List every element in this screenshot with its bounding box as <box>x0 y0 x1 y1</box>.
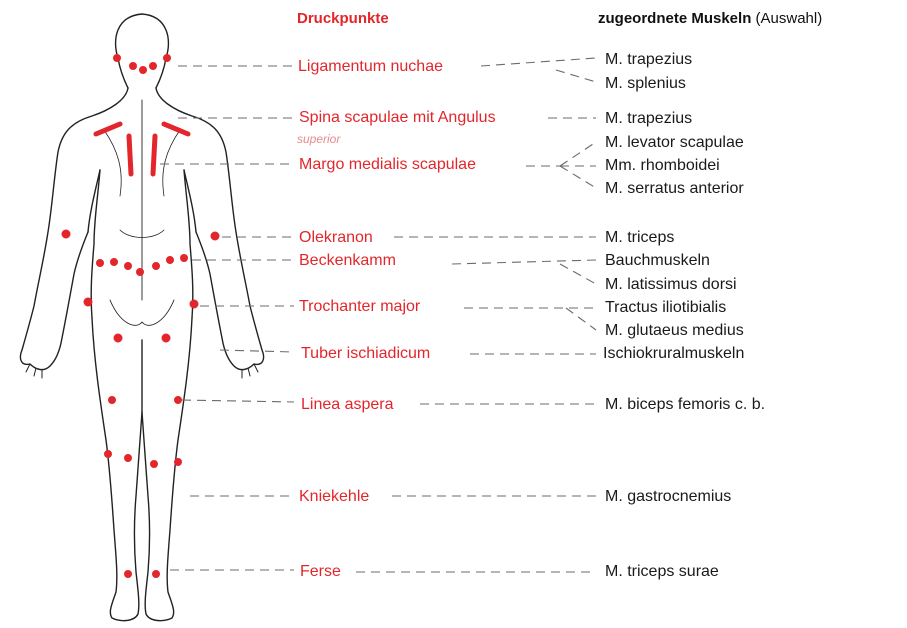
point-dot <box>150 63 157 70</box>
label-ferse: Ferse <box>300 563 341 581</box>
label-spina-scapulae-cont: superior <box>297 130 340 148</box>
point-dot <box>125 455 132 462</box>
point-dot <box>151 461 158 468</box>
label-beckenkamm: Beckenkamm <box>299 252 396 270</box>
muscle-trapezius-1: M. trapezius <box>605 51 692 69</box>
point-dot <box>211 232 219 240</box>
point-dot <box>109 397 116 404</box>
point-dot <box>125 263 132 270</box>
label-tuber-ischiadicum: Tuber ischiadicum <box>301 345 430 363</box>
muscle-splenius: M. splenius <box>605 75 686 93</box>
point-dot <box>167 257 174 264</box>
point-dot <box>84 298 92 306</box>
point-dot <box>175 397 182 404</box>
point-dot <box>114 334 122 342</box>
point-dot <box>111 259 118 266</box>
muscle-gastrocnemius: M. gastrocnemius <box>605 488 731 506</box>
point-dot <box>153 571 160 578</box>
scapula-bar <box>129 136 131 174</box>
muscle-triceps: M. triceps <box>605 229 674 247</box>
body-outline <box>20 14 263 621</box>
point-dot <box>190 300 198 308</box>
muscle-triceps-surae: M. triceps surae <box>605 563 719 581</box>
muscle-rhomboidei: Mm. rhomboidei <box>605 157 720 175</box>
muscle-tractus-iliotibialis: Tractus iliotibialis <box>605 299 726 317</box>
muscle-serratus-anterior: M. serratus anterior <box>605 180 744 198</box>
muscle-levator-scapulae: M. levator scapulae <box>605 134 744 152</box>
label-linea-aspera: Linea aspera <box>301 396 394 414</box>
label-trochanter-major: Trochanter major <box>299 298 420 316</box>
scapula-bar <box>164 124 188 134</box>
header-muskeln: zugeordnete Muskeln (Auswahl) <box>598 10 822 27</box>
point-dot <box>153 263 160 270</box>
point-dot <box>164 55 171 62</box>
header-muskeln-sub: (Auswahl) <box>756 10 823 27</box>
point-dot <box>97 260 104 267</box>
point-dot <box>162 334 170 342</box>
label-ligamentum-nuchae: Ligamentum nuchae <box>298 58 443 76</box>
scapula-bar <box>153 136 155 174</box>
point-dot <box>137 269 144 276</box>
muscle-ischiokrural: Ischiokruralmuskeln <box>603 345 744 363</box>
pressure-marks <box>62 55 219 578</box>
point-dot <box>175 459 182 466</box>
header-druckpunkte: Druckpunkte <box>297 10 389 27</box>
label-spina-scapulae: Spina scapulae mit Angulus <box>299 109 496 127</box>
muscle-trapezius-2: M. trapezius <box>605 110 692 128</box>
point-dot <box>140 67 147 74</box>
muscle-latissimus-dorsi: M. latissimus dorsi <box>605 276 737 294</box>
point-dot <box>114 55 121 62</box>
label-olekranon: Olekranon <box>299 229 373 247</box>
point-dot <box>62 230 70 238</box>
muscle-biceps-femoris: M. biceps femoris c. b. <box>605 396 765 414</box>
point-dot <box>125 571 132 578</box>
point-dot <box>105 451 112 458</box>
muscle-glutaeus-medius: M. glutaeus medius <box>605 322 744 340</box>
scapula-bar <box>96 124 120 134</box>
point-dot <box>181 255 188 262</box>
point-dot <box>130 63 137 70</box>
header-muskeln-main: zugeordnete Muskeln <box>598 10 751 27</box>
label-kniekehle: Kniekehle <box>299 488 369 506</box>
label-margo-medialis: Margo medialis scapulae <box>299 156 476 174</box>
muscle-bauchmuskeln: Bauchmuskeln <box>605 252 710 270</box>
